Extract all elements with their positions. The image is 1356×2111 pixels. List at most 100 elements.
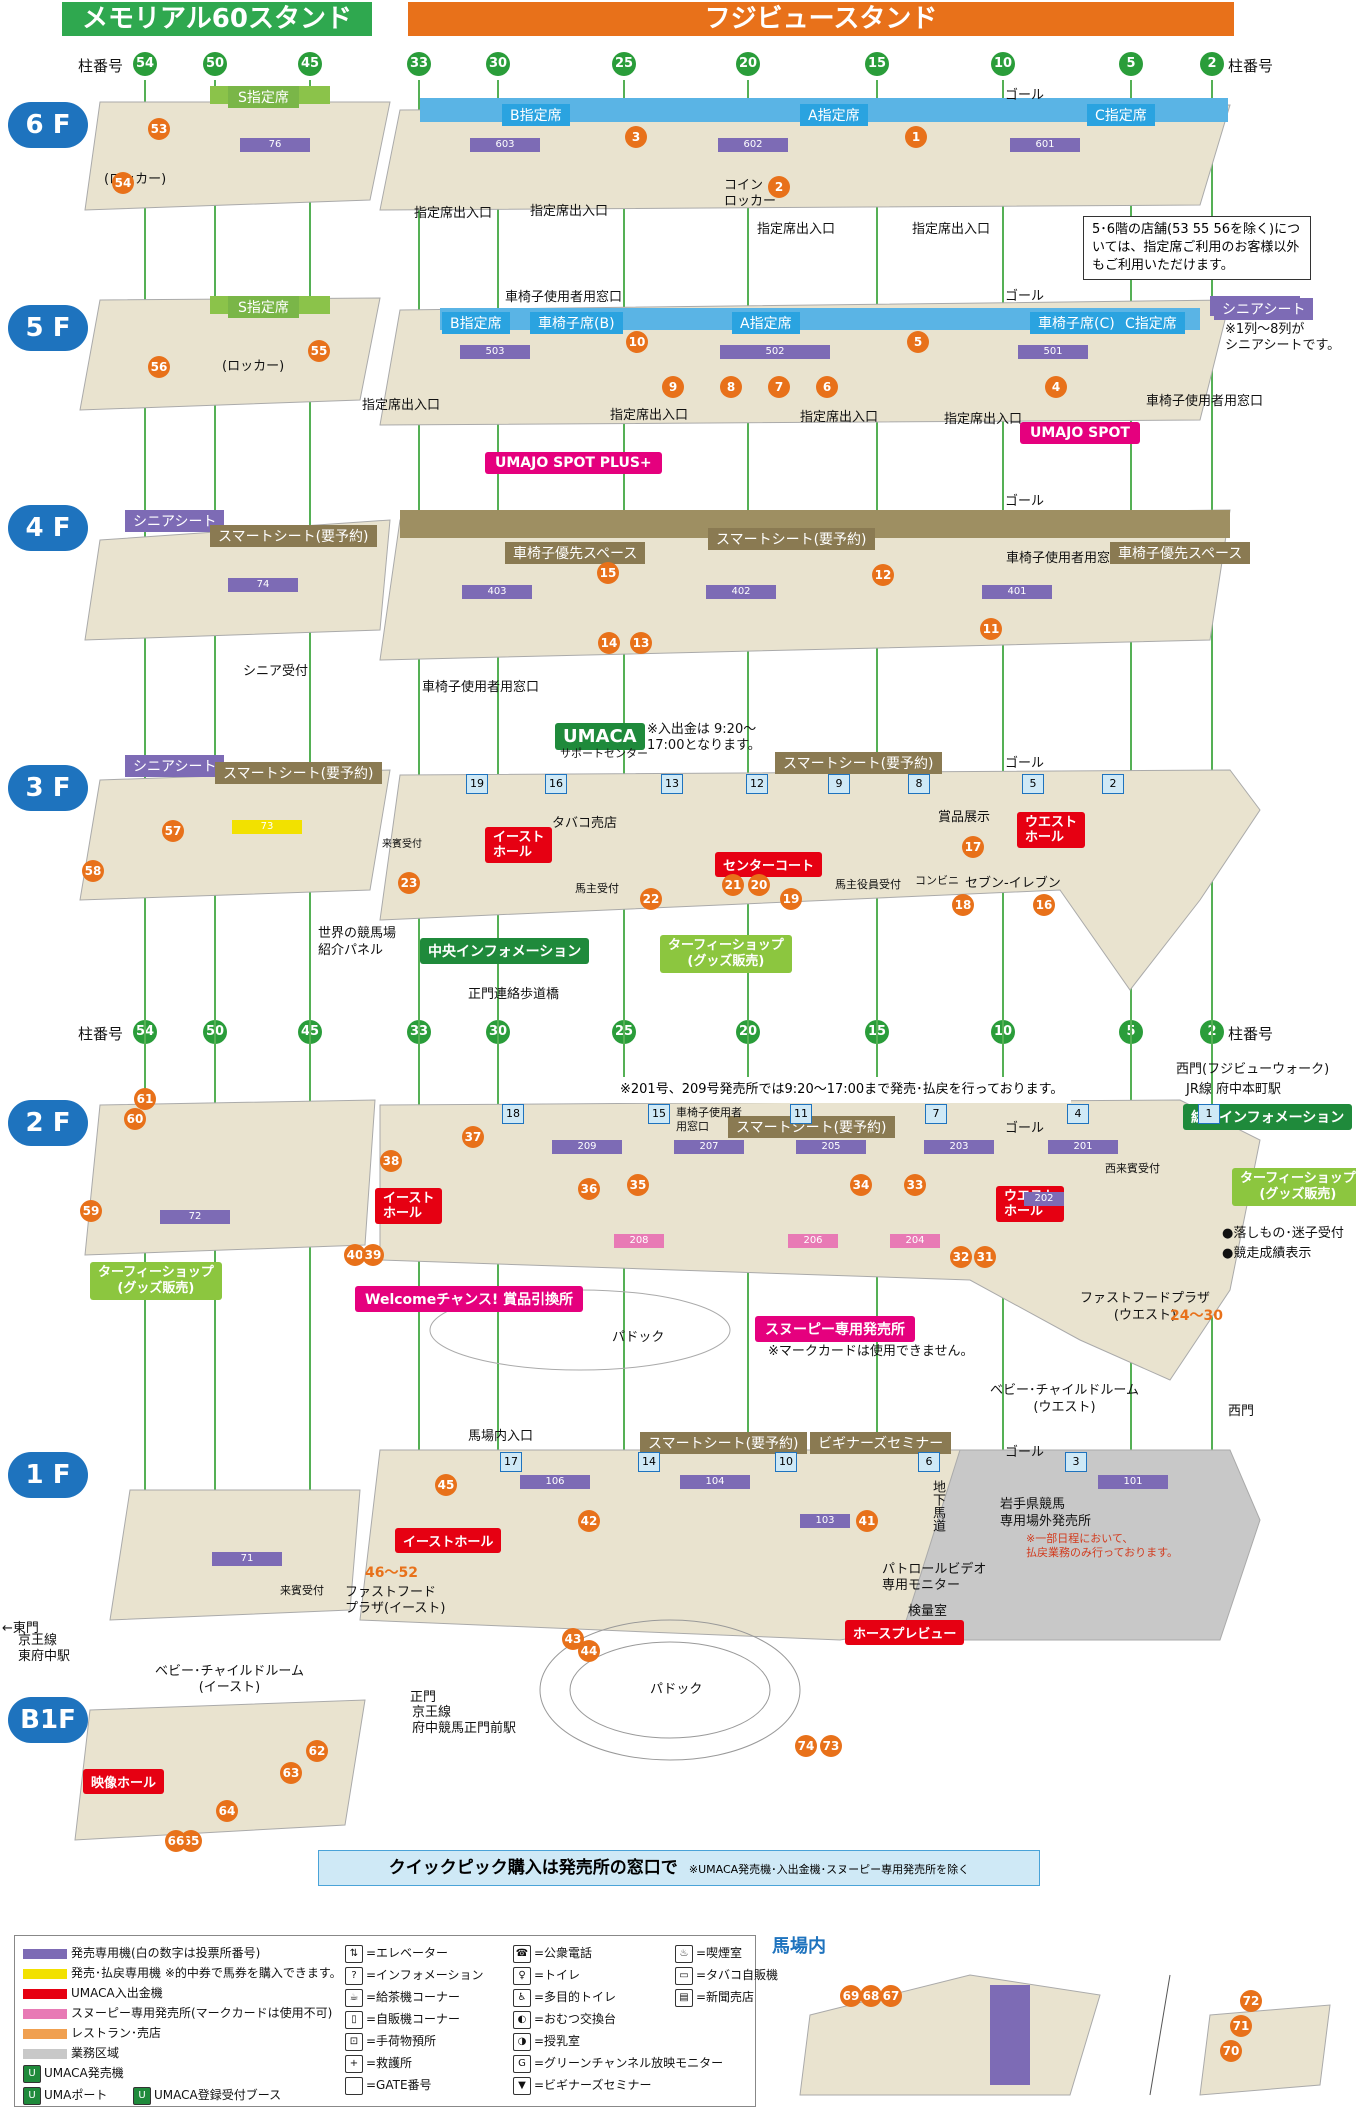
- pillar-15: 15: [865, 52, 889, 76]
- pillar-20: 20: [736, 52, 760, 76]
- f2-turfy-r[interactable]: ターフィーショップ (グッズ販売): [1232, 1168, 1356, 1206]
- legend-col2-3: ▯=自販機コーナー: [345, 2010, 460, 2029]
- toilet-icon: ♀: [513, 1966, 531, 1985]
- legend-col3-label-1: =トイレ: [534, 1968, 581, 1982]
- f3-tobacco: タバコ売店: [552, 816, 618, 831]
- f4-wc-window: 車椅子使用者用窓口: [422, 680, 540, 695]
- f1-smart: スマートシート(要予約): [640, 1432, 807, 1454]
- shop-10: 10: [626, 331, 648, 353]
- shop-45: 45: [435, 1474, 457, 1496]
- f2-wc-window: 車椅子使用者 用窓口: [676, 1106, 742, 1133]
- f6-a-seat: A指定席: [800, 104, 868, 126]
- booth-208: 208: [614, 1234, 664, 1248]
- pillar-5: 5: [1119, 52, 1143, 76]
- shop-67: 67: [880, 1985, 902, 2007]
- f6-c-seat: C指定席: [1087, 104, 1155, 126]
- booth-503: 503: [460, 345, 530, 359]
- f5-senior: シニアシート: [1214, 298, 1314, 320]
- gate-14: 14: [638, 1452, 660, 1472]
- inner-title: 馬場内: [772, 1936, 826, 1957]
- f2-west-gate: 西門(フジビューウォーク): [1176, 1062, 1330, 1077]
- shop-44: 44: [578, 1640, 600, 1662]
- f1-horse: ホースプレビュー: [845, 1620, 965, 1645]
- legend-item-1: 発売･払戻専用機 ※的中券で馬券を購入できます。: [23, 1964, 342, 1981]
- legend-swatch-4: [23, 2028, 67, 2039]
- f1-iwate: 岩手県競馬 専用場外発売所: [1000, 1497, 1092, 1529]
- floor-badge-1f: 1 F: [8, 1452, 88, 1498]
- booth-72: 72: [160, 1210, 230, 1224]
- gate-12: 12: [746, 774, 768, 794]
- floor-badge-5f: 5 F: [8, 305, 88, 351]
- shop-3: 3: [625, 126, 647, 148]
- legend-label-3: スヌーピー専用発売所(マークカードは使用不可): [71, 2006, 333, 2020]
- booth-204: 204: [890, 1234, 940, 1248]
- f3-east-hall: イースト ホール: [485, 827, 553, 863]
- pillar-label-left: 柱番号: [78, 57, 124, 75]
- gate-17: 17: [500, 1452, 522, 1472]
- shop-33: 33: [904, 1174, 926, 1196]
- smoking-icon: ♨: [675, 1944, 693, 1963]
- f3-guest: 来賓受付: [382, 839, 422, 850]
- legend-item-0: 発売専用機(白の数字は投票所番号): [23, 1944, 260, 1961]
- f5-wheelchair-b: 車椅子席(B): [530, 312, 623, 334]
- green-channel-icon: G: [513, 2054, 531, 2073]
- shop-13: 13: [630, 632, 652, 654]
- shop-23: 23: [398, 872, 420, 894]
- floor-badge-3f: 3 F: [8, 765, 88, 811]
- legend-col3-1: ♀=トイレ: [513, 1966, 580, 1985]
- f3-center-info[interactable]: 中央インフォメーション: [420, 938, 590, 964]
- f6-entrance-2: 指定席出入口: [530, 204, 609, 219]
- shop-40: 40: [344, 1244, 366, 1266]
- floor-badge-4f: 4 F: [8, 505, 88, 551]
- legend-col3-0: ☎=公衆電話: [513, 1944, 592, 1963]
- shop-53: 53: [148, 118, 170, 140]
- legend-col4-label-0: =喫煙室: [696, 1946, 743, 1960]
- f4-senior: シニアシート: [125, 510, 225, 532]
- pillar-10: 10: [991, 52, 1015, 76]
- memorial-stand-banner: メモリアル60スタンド: [62, 2, 372, 36]
- f6-goal: ゴール: [1005, 88, 1045, 103]
- shop-64: 64: [216, 1800, 238, 1822]
- f5-entrance-2: 指定席出入口: [610, 408, 689, 423]
- legend-item-2: UMACA入出金機: [23, 1984, 163, 2001]
- booth-202: 202: [1024, 1192, 1064, 1206]
- legend-col2-label-6: =GATE番号: [366, 2078, 432, 2092]
- gate-13: 13: [661, 774, 683, 794]
- umaport-icon: U: [23, 2086, 41, 2105]
- b1-video-hall: 映像ホール: [83, 1769, 165, 1794]
- f3-west-hall: ウエスト ホール: [1017, 812, 1086, 848]
- shop-35: 35: [627, 1174, 649, 1196]
- f3-turfy[interactable]: ターフィーショップ (グッズ販売): [660, 935, 792, 973]
- f6-s-seat: S指定席: [228, 86, 299, 108]
- gate-6: 6: [918, 1452, 940, 1472]
- f5-wc-window-2: 車椅子使用者用窓口: [1146, 394, 1264, 409]
- f3-conv: コンビニ: [915, 874, 959, 887]
- f5-entrance-4: 指定席出入口: [944, 412, 1023, 427]
- vending-icon: ▯: [345, 2010, 363, 2029]
- shop-19: 19: [780, 888, 802, 910]
- legend-label-4: レストラン･売店: [71, 2026, 162, 2040]
- nursing-icon: ◑: [513, 2032, 531, 2051]
- f2-jr: JR線 府中本町駅: [1186, 1082, 1281, 1097]
- legend-col2-0: ⇅=エレベーター: [345, 1944, 448, 1963]
- f4-smart-left: スマートシート(要予約): [210, 525, 377, 547]
- umaca-machine-icon: U: [23, 2064, 41, 2083]
- legend-col4-1: ▭=タバコ自販機: [675, 1966, 778, 1985]
- f2-turfy-l[interactable]: ターフィーショップ (グッズ販売): [90, 1262, 222, 1300]
- f3-prize: 賞品展示: [938, 810, 991, 825]
- shop-69: 69: [840, 1985, 862, 2007]
- shop-41: 41: [856, 1510, 878, 1532]
- gate-19: 19: [466, 774, 488, 794]
- shop-34: 34: [850, 1174, 872, 1196]
- booth-71: 71: [212, 1552, 282, 1566]
- booth-207: 207: [674, 1140, 744, 1154]
- f2-ff-west: ファストフードプラザ (ウエスト): [1080, 1291, 1211, 1323]
- f2-west-gate2: 西門: [1228, 1404, 1255, 1419]
- legend-col2-label-1: =インフォメーション: [366, 1968, 484, 1982]
- shop-56: 56: [148, 356, 170, 378]
- f3-panel: 世界の競馬場 紹介パネル: [318, 926, 397, 958]
- f5-b-seat: B指定席: [442, 312, 510, 334]
- floor-badge-2f: 2 F: [8, 1100, 88, 1146]
- booth-73: 73: [232, 820, 302, 834]
